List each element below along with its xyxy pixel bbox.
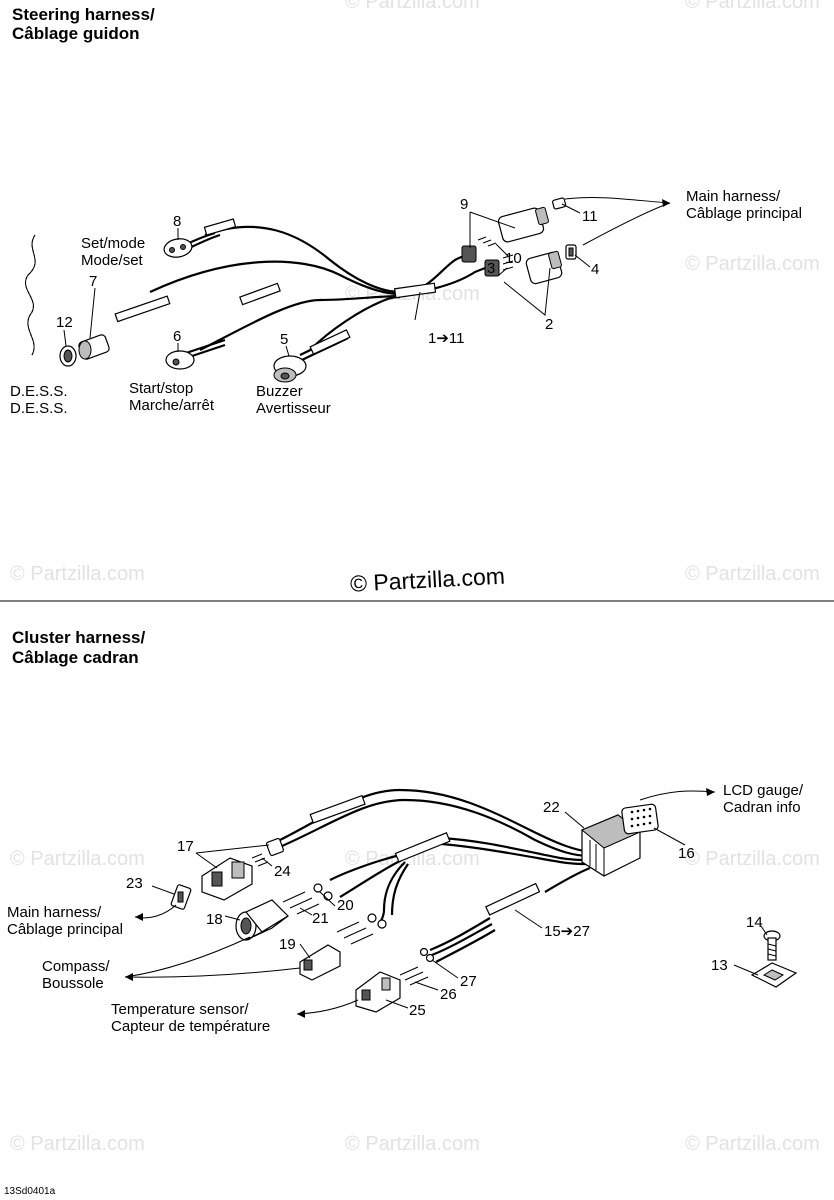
diagram-code: 13Sd0401a [4,1186,56,1197]
start-stop-label-en: Start/stop [129,380,193,397]
callout-15-27: 15➔27 [544,923,590,940]
plug-part-11 [552,197,567,210]
dess-cord [25,234,36,356]
callout-8: 8 [173,213,181,230]
watermark: © Partzilla.com [10,563,145,585]
watermark: © Partzilla.com [685,1133,820,1155]
start-stop-switch-part-6 [165,350,195,370]
leader-lines-cluster [124,788,768,1018]
callout-3: 3 [487,260,495,277]
callout-25: 25 [409,1002,426,1019]
callout-20: 20 [337,897,354,914]
temp-connector-part-25 [355,971,401,1013]
callout-16: 16 [678,845,695,862]
connector-part-18 [235,899,289,941]
terminals-part-26-27 [399,947,435,986]
callout-22: 22 [543,799,560,816]
callout-23: 23 [126,875,143,892]
callout-5: 5 [280,331,288,348]
lcd-gauge-label-fr: Cadran info [723,799,801,816]
callout-6: 6 [173,328,181,345]
cluster-title-line1: Cluster harness/ [12,628,145,647]
callout-11: 11 [582,208,598,225]
leader-lines-steering [63,197,671,357]
callout-24: 24 [274,863,291,880]
dess-label-en: D.E.S.S. [10,383,68,400]
dess-post-part-7 [78,334,110,360]
connector-part-9 [497,206,549,243]
screw-part-14 [763,930,781,961]
terminals-part-10 [477,236,514,271]
connector-part-2 [525,250,563,285]
watermark: © Partzilla.com [10,848,145,870]
callout-17: 17 [177,838,194,855]
watermark: © Partzilla.com [685,563,820,585]
lcd-gauge-label-en: LCD gauge/ [723,782,804,799]
terminals-part-20-21 [282,883,387,945]
watermark: © Partzilla.com [685,253,820,275]
callout-14: 14 [746,914,763,931]
wedge-part-23 [170,884,192,910]
temp-sensor-label-fr: Capteur de température [111,1018,270,1035]
callout-12: 12 [56,314,73,331]
buzzer-label-en: Buzzer [256,383,303,400]
clip-nut-part-13 [750,962,798,988]
compass-label-en: Compass/ [42,958,110,975]
watermark: © Partzilla.com [685,0,820,13]
cluster-sleeves [309,794,541,916]
watermark-center: © Partzilla.com [349,563,505,597]
steering-sleeves [114,218,437,355]
main-harness2-label-fr: Câblage principal [7,921,123,938]
buzzer-label-fr: Avertisseur [256,400,331,417]
seal-part-4 [565,244,577,260]
callout-1-11: 1➔11 [428,330,464,347]
cluster-title-line2: Câblage cadran [12,648,139,667]
watermark: © Partzilla.com [345,0,480,13]
callout-19: 19 [279,936,296,953]
temp-sensor-label-en: Temperature sensor/ [111,1001,249,1018]
set-mode-label-en: Set/mode [81,235,145,252]
start-stop-label-fr: Marche/arrêt [129,397,215,414]
callout-9: 9 [460,196,468,213]
callout-27: 27 [460,973,477,990]
callout-13: 13 [711,957,728,974]
watermark: © Partzilla.com [345,848,480,870]
connector-part-17 [201,857,253,901]
lcd-socket-part-16 [621,803,659,835]
dess-label-fr: D.E.S.S. [10,400,68,417]
seal-part-24 [251,837,285,867]
callout-2: 2 [545,316,553,333]
callout-21: 21 [312,910,329,927]
watermark: © Partzilla.com [685,848,820,870]
main-harness2-label-en: Main harness/ [7,904,102,921]
main-harness-label-fr: Câblage principal [686,205,802,222]
dess-cap-part-12 [59,345,77,367]
callout-4: 4 [591,261,599,278]
callout-7: 7 [89,273,97,290]
main-harness-label-en: Main harness/ [686,188,781,205]
callout-10: 10 [505,250,522,267]
watermark: © Partzilla.com [345,1133,480,1155]
buzzer-part-5 [273,355,307,383]
callout-26: 26 [440,986,457,1003]
compass-label-fr: Boussole [42,975,104,992]
set-mode-label-fr: Mode/set [81,252,144,269]
connector-housing-small [461,245,500,277]
steering-title-line2: Câblage guidon [12,24,140,43]
callout-18: 18 [206,911,223,928]
steering-title-line1: Steering harness/ [12,5,155,24]
set-mode-switch-part-8 [163,238,193,258]
watermarks: © Partzilla.com © Partzilla.com © Partzi… [10,0,820,1155]
connector-part-19 [299,944,341,981]
watermark: © Partzilla.com [10,1133,145,1155]
